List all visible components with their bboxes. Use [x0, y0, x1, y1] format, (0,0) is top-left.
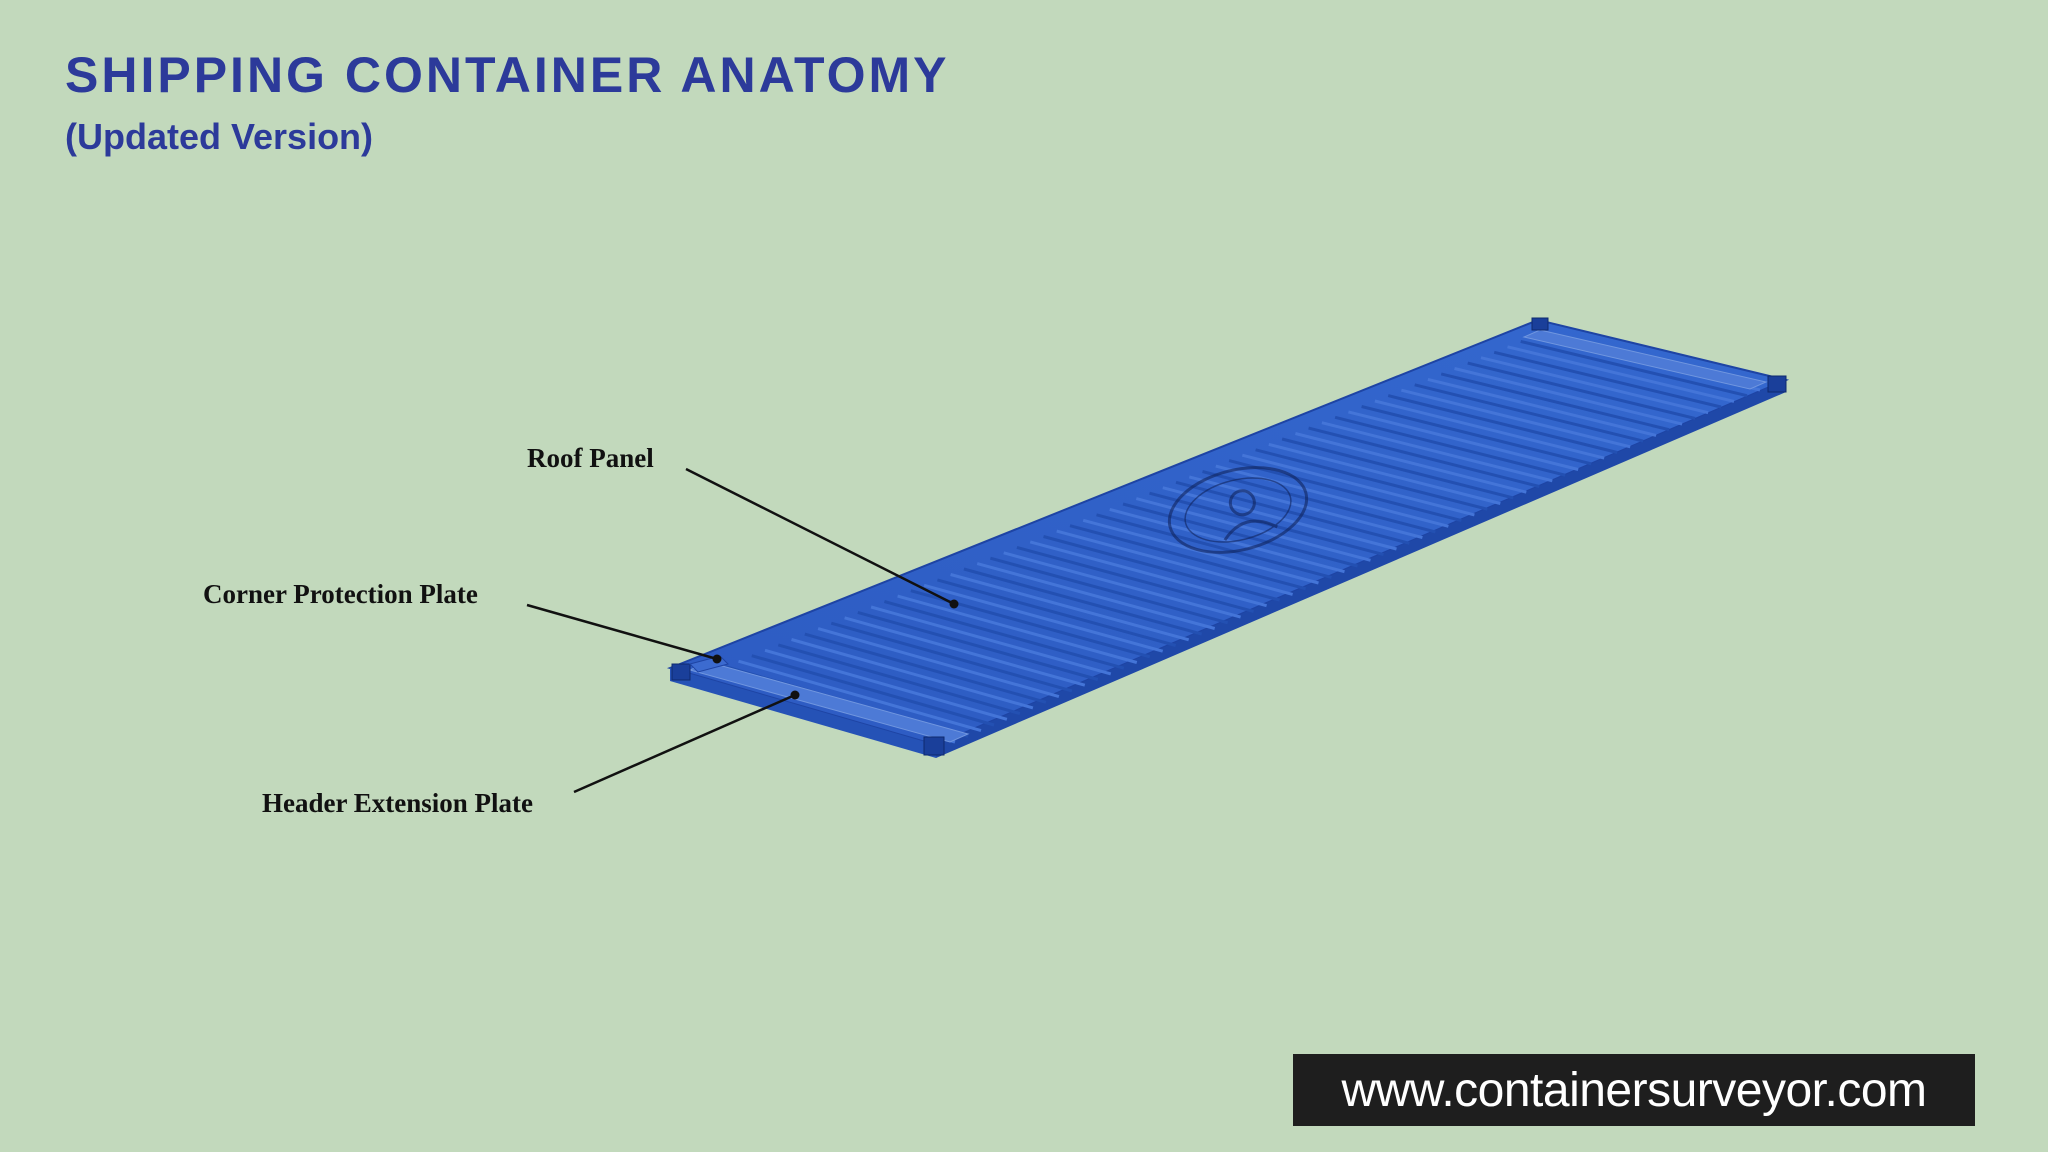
- corner-protection-leader-line: [526, 603, 718, 661]
- roof-corrugation-rib: [1321, 421, 1553, 483]
- roof-corrugation-rib: [1295, 432, 1527, 494]
- roof-corrugation-rib: [751, 654, 995, 727]
- header-extension-plate-label: Header Extension Plate: [262, 788, 533, 818]
- header-extension-leader-line: [573, 693, 796, 794]
- roof-corrugation-rib: [1215, 464, 1449, 528]
- roof-corrugation-rib: [844, 616, 1086, 687]
- roof-corrugation-rib: [791, 638, 1034, 710]
- roof-corrugation-rib: [1401, 388, 1631, 449]
- roof-corrugation-rib: [963, 567, 1203, 636]
- roof-front-edge: [936, 380, 1786, 758]
- roof-corrugation-rib: [950, 573, 1190, 642]
- roof-corrugation-rib: [1348, 410, 1579, 471]
- roof-corrugation-rib: [937, 578, 1177, 647]
- roof-corrugation-rib: [1308, 426, 1540, 488]
- roof-corrugation-rib: [1255, 448, 1488, 511]
- roof-corrugation-rib: [1202, 470, 1436, 534]
- roof-corrugation-rib: [830, 621, 1073, 693]
- corner-casting-near-left: [671, 663, 691, 681]
- roof-corrugation-rib: [1507, 345, 1735, 403]
- roof-corrugation-rib: [990, 556, 1229, 625]
- roof-corrugation-rib: [777, 643, 1021, 716]
- header-extension-plate-far: [1522, 329, 1768, 390]
- roof-corrugation-rib: [804, 632, 1047, 704]
- roof-corrugation-rib: [923, 583, 1164, 653]
- roof-corrugation-rib: [1467, 361, 1696, 420]
- roof-corrugation-rib: [1029, 540, 1267, 608]
- roof-corrugation-rib: [764, 648, 1008, 721]
- roof-corrugation-rib: [1056, 529, 1293, 596]
- roof-corrugation-rib: [1162, 486, 1397, 551]
- roof-panel-leader-dot: [949, 599, 959, 609]
- roof-corrugation-rib: [1043, 535, 1280, 602]
- roof-corrugation-rib: [1334, 415, 1566, 477]
- roof-corrugation-rib: [1414, 383, 1644, 443]
- roof-corrugation-rib: [1228, 459, 1462, 523]
- roof-corrugation-rib: [1281, 437, 1514, 500]
- roof-corrugation-rib: [1427, 377, 1657, 437]
- roof-corrugation-rib: [738, 659, 982, 733]
- roof-panel-label: Roof Panel: [527, 443, 654, 473]
- corner-protection-leader-dot: [712, 654, 722, 664]
- roof-corrugation-rib: [1493, 350, 1722, 409]
- roof-corrugation-rib: [857, 610, 1099, 681]
- roof-corrugation-rib: [1109, 507, 1345, 574]
- roof-corrugation-rib: [1016, 545, 1254, 613]
- roof-corrugation-rib: [883, 600, 1125, 670]
- roof-corrugation-rib: [1268, 442, 1501, 505]
- roof-corrugation-rib: [1241, 453, 1475, 517]
- roof-corrugation-rib: [817, 627, 1060, 699]
- roof-corrugation-rib: [976, 562, 1216, 630]
- roof-corrugation-rib: [1520, 339, 1748, 398]
- roof-end-edge: [670, 668, 936, 758]
- corner-casting-far-right: [1767, 375, 1787, 393]
- roof-corrugation-rib: [1003, 551, 1241, 619]
- corner-casting-near-right: [923, 736, 945, 756]
- container-surveyor-logo-icon: [1167, 466, 1309, 554]
- roof-corrugation-rib: [1387, 394, 1618, 454]
- corner-casting-far-left: [1531, 317, 1549, 331]
- roof-corrugation-rib: [1454, 367, 1683, 426]
- roof-corrugation-rib: [1135, 497, 1371, 562]
- roof-corrugation-rib: [1122, 502, 1358, 568]
- page-subtitle: (Updated Version): [65, 116, 374, 157]
- roof-corrugation-rib: [870, 605, 1112, 676]
- website-url: www.containersurveyor.com: [1341, 1063, 1927, 1117]
- roof-corrugation-rib: [897, 594, 1138, 664]
- roof-corrugation-rib: [1480, 356, 1709, 415]
- roof-corrugation-rib: [1096, 513, 1332, 579]
- header-extension-leader-dot: [790, 690, 800, 700]
- roof-panel-leader-line: [685, 467, 955, 606]
- roof-corrugation-rib: [1374, 399, 1605, 460]
- corner-protection-plate-label: Corner Protection Plate: [203, 579, 478, 609]
- website-banner: www.containersurveyor.com: [1293, 1054, 1975, 1126]
- roof-corrugation-rib: [1175, 480, 1410, 545]
- roof-corrugation-rib: [1069, 524, 1306, 591]
- roof-corrugation-rib: [1361, 405, 1592, 466]
- roof-corrugation-rib: [1440, 372, 1670, 432]
- page-title: SHIPPING CONTAINER ANATOMY: [65, 47, 950, 103]
